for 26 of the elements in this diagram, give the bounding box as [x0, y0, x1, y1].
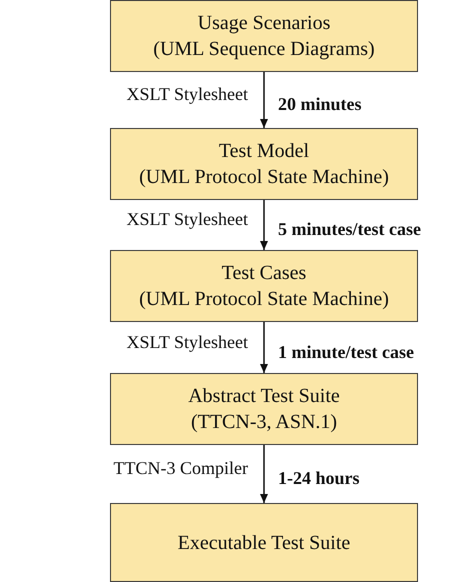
node-text: (UML Protocol State Machine) — [139, 287, 389, 312]
duration-label: 1-24 hours — [278, 468, 360, 489]
node-text: Executable Test Suite — [178, 530, 350, 556]
process-box — [110, 503, 418, 582]
node-text: Test Model — [218, 139, 310, 164]
process-box — [110, 250, 418, 322]
edge-label: XSLT Stylesheet — [126, 209, 248, 230]
arrow — [260, 200, 268, 250]
edge-label: XSLT Stylesheet — [126, 84, 248, 105]
process-box — [110, 0, 418, 72]
process-box — [110, 373, 418, 445]
node-text: (UML Sequence Diagrams) — [153, 37, 375, 62]
duration-label: 20 minutes — [278, 94, 362, 115]
arrow — [260, 72, 268, 128]
edge-label: TTCN-3 Compiler — [114, 458, 248, 479]
node-text: (TTCN-3, ASN.1) — [190, 410, 338, 435]
edge-label: XSLT Stylesheet — [126, 332, 248, 352]
duration-label: 1 minute/test case — [278, 342, 414, 362]
node-text: (UML Protocol State Machine) — [139, 165, 389, 190]
arrow — [260, 445, 268, 503]
node-text: Test Cases — [222, 261, 306, 286]
node-text: Usage Scenarios — [198, 11, 330, 36]
duration-label: 5 minutes/test case — [278, 219, 421, 240]
process-box — [110, 128, 418, 200]
node-text: Abstract Test Suite — [188, 384, 340, 409]
arrow — [260, 322, 268, 373]
